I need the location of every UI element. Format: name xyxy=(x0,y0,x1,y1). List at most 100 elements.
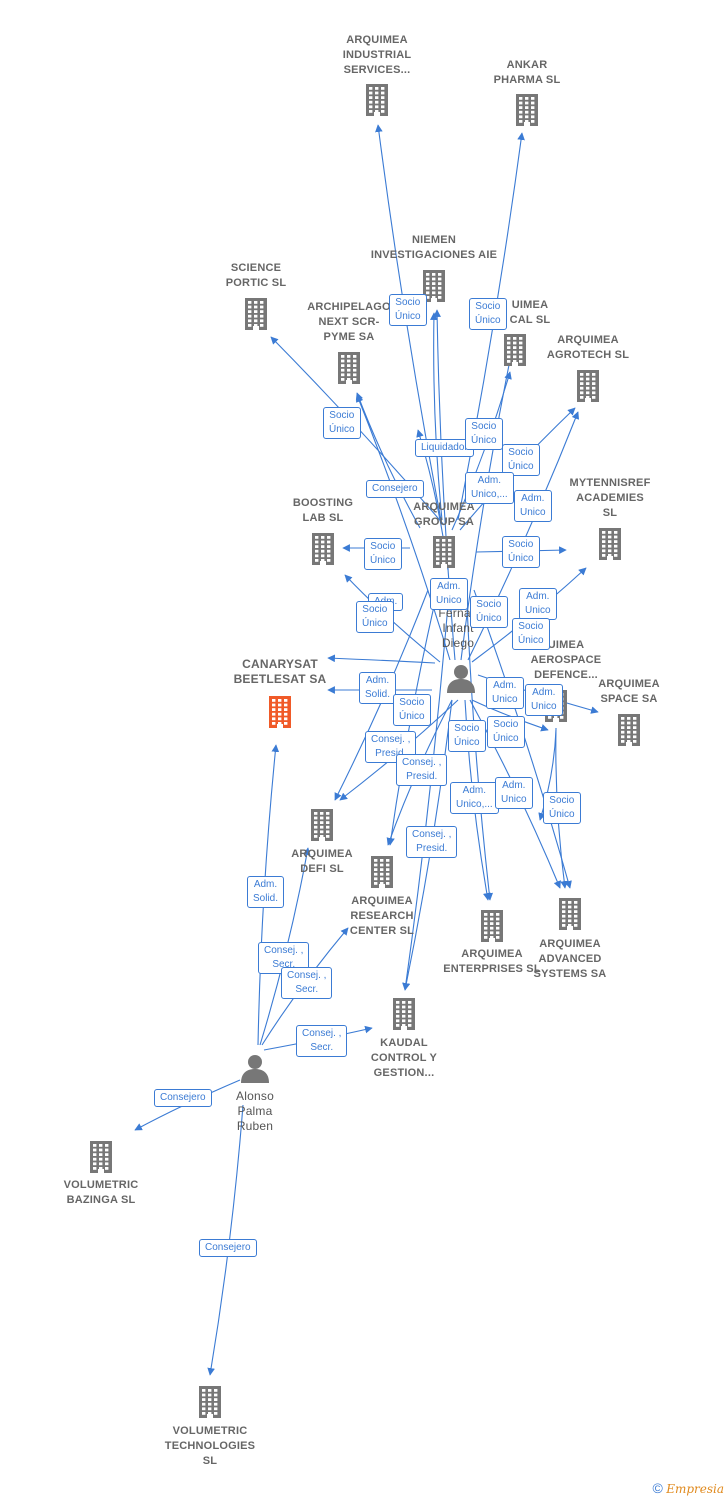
relation-badge-text: Unico xyxy=(525,605,551,616)
person-icon[interactable] xyxy=(446,663,476,698)
relation-badge[interactable]: Consej. , Secr. xyxy=(296,1025,348,1057)
brand-logo[interactable]: Empresia xyxy=(666,1482,724,1496)
relation-badge-text: Adm. xyxy=(365,675,390,686)
node-label-line: Alonso xyxy=(236,1089,274,1103)
relation-badge[interactable]: Adm.Unico xyxy=(514,490,552,522)
node-label-line: SPACE SA xyxy=(600,693,658,705)
relation-badge-text: Único xyxy=(329,424,355,435)
building-icon[interactable] xyxy=(575,369,601,408)
relation-edge xyxy=(355,394,451,661)
relation-badge[interactable]: Consejero xyxy=(199,1239,257,1257)
building-icon[interactable] xyxy=(310,532,336,571)
relation-badge-text: Adm. xyxy=(526,591,550,602)
relation-badge[interactable]: Adm.Unico xyxy=(430,578,468,610)
building-icon[interactable] xyxy=(197,1385,223,1424)
building-icon[interactable] xyxy=(557,897,583,936)
building-icon[interactable] xyxy=(369,855,395,894)
relation-badge[interactable]: Adm.Unico xyxy=(495,777,533,809)
building-icon[interactable] xyxy=(616,713,642,752)
node-label-line: GROUP SA xyxy=(413,516,475,528)
building-icon[interactable] xyxy=(267,695,293,734)
person-icon[interactable] xyxy=(240,1053,270,1088)
building-icon[interactable] xyxy=(502,333,528,372)
building-icon[interactable] xyxy=(364,83,390,122)
building-icon[interactable] xyxy=(514,93,540,132)
relation-badge[interactable]: Adm.Solid. xyxy=(359,672,397,704)
node-label-line: MYTENNISREF xyxy=(569,477,651,489)
relation-badge-text: Único xyxy=(399,711,425,722)
node-label-line: PHARMA SL xyxy=(493,74,561,86)
relation-badge[interactable]: Consejero xyxy=(366,480,424,498)
relation-badge[interactable]: Adm.Unico xyxy=(525,684,563,716)
node-label-line: NIEMEN xyxy=(412,234,456,246)
relation-badge[interactable]: Consej. ,Presid. xyxy=(396,754,448,786)
node-label-line: SL xyxy=(602,507,618,519)
relation-badge[interactable]: Consej. ,Secr. xyxy=(281,967,333,999)
relation-badge-text: Consejero xyxy=(205,1242,251,1253)
relation-badge[interactable]: Adm.Unico,... xyxy=(450,782,499,814)
relation-badge-text: Liquidador xyxy=(421,442,468,453)
relation-badge-text: Unico,... xyxy=(471,489,508,500)
building-icon[interactable] xyxy=(88,1140,114,1179)
building-icon[interactable] xyxy=(391,997,417,1036)
building-icon[interactable] xyxy=(243,297,269,336)
relation-edge xyxy=(473,589,572,889)
relation-badge-text: Socio xyxy=(471,421,497,432)
building-icon[interactable] xyxy=(421,269,447,308)
relation-badge[interactable]: Adm.Solid. xyxy=(247,876,285,908)
relation-badge-text: Unico xyxy=(531,701,557,712)
node-label-line: ARQUIMEA xyxy=(539,938,601,950)
relation-badge[interactable]: Adm.Unico,... xyxy=(465,472,514,504)
relation-badge-text: Secr. xyxy=(310,1042,334,1053)
building-icon[interactable] xyxy=(309,808,335,847)
node-label-line: BAZINGA SL xyxy=(66,1194,136,1206)
building-icon[interactable] xyxy=(336,351,362,390)
relation-badge[interactable]: Consej. ,Presid. xyxy=(406,826,458,858)
building-icon[interactable] xyxy=(479,909,505,948)
relation-badge[interactable]: Consejero xyxy=(154,1089,212,1107)
building-icon[interactable] xyxy=(597,527,623,566)
relation-badge[interactable]: Adm.Unico xyxy=(486,677,524,709)
relation-badge-text: Consej. , xyxy=(302,1028,342,1039)
relation-badge[interactable]: Adm. Unico xyxy=(519,588,557,620)
building-icon[interactable] xyxy=(431,535,457,574)
relation-badge-text: Socio xyxy=(476,599,502,610)
relation-badge-text: Adm. xyxy=(437,581,461,592)
